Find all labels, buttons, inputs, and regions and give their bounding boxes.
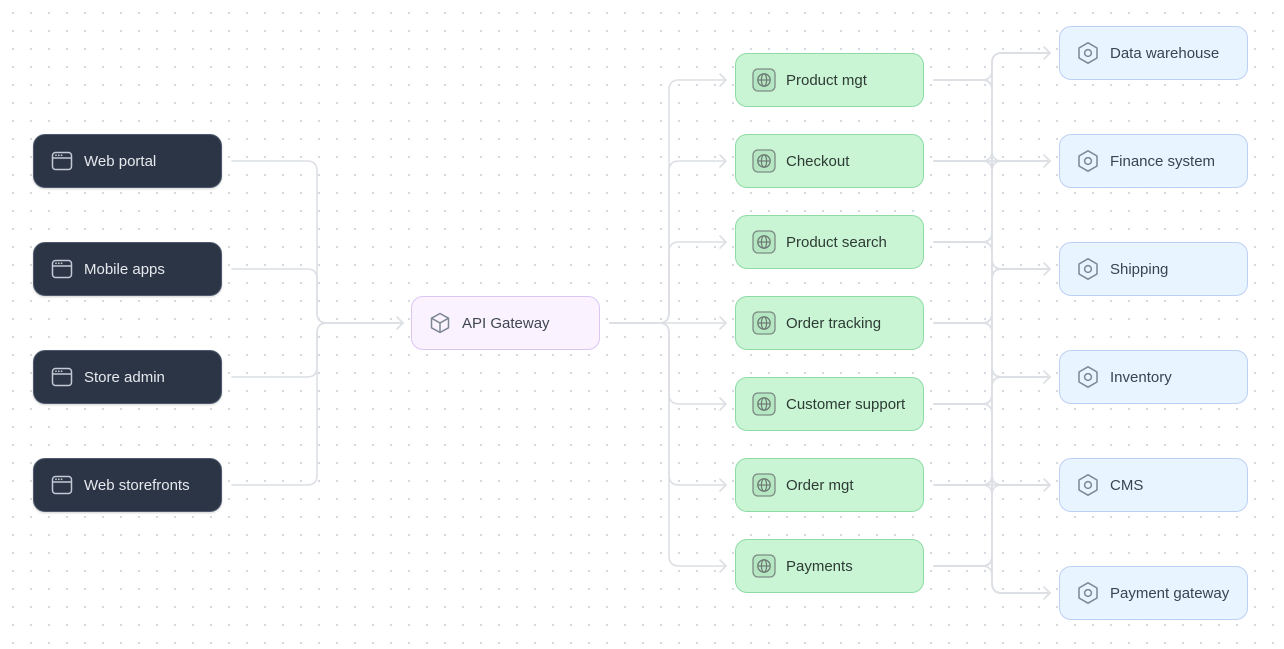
- arrowhead: [1043, 46, 1051, 60]
- globe-icon: [752, 473, 776, 497]
- edge-gateway-to-service: [609, 322, 727, 405]
- system-node-shipping[interactable]: Shipping: [1059, 242, 1248, 296]
- system-label: Inventory: [1110, 368, 1172, 386]
- client-node-mobile-apps[interactable]: Mobile apps: [33, 242, 222, 296]
- hexagon-icon: [1076, 257, 1100, 281]
- arrowhead: [719, 154, 727, 168]
- edge-service-to-system: [933, 484, 1051, 567]
- arrowhead: [719, 316, 727, 330]
- service-label: Order tracking: [786, 314, 882, 332]
- gateway-label: API Gateway: [462, 314, 550, 332]
- arrowhead: [1043, 262, 1051, 276]
- edge-service-to-system: [933, 565, 1051, 594]
- service-label: Order mgt: [786, 476, 854, 494]
- system-node-inventory[interactable]: Inventory: [1059, 350, 1248, 404]
- arrowhead: [719, 478, 727, 492]
- globe-icon: [752, 68, 776, 92]
- system-node-payment-gateway[interactable]: Payment gateway: [1059, 566, 1248, 620]
- client-label: Web storefronts: [84, 476, 190, 494]
- client-label: Mobile apps: [84, 260, 165, 278]
- service-label: Checkout: [786, 152, 850, 170]
- hexagon-icon: [1076, 365, 1100, 389]
- globe-icon: [752, 230, 776, 254]
- arrowhead: [719, 397, 727, 411]
- edge-gateway-to-service: [609, 241, 727, 324]
- service-node-product-search[interactable]: Product search: [735, 215, 924, 269]
- client-label: Web portal: [84, 152, 157, 170]
- system-label: Shipping: [1110, 260, 1169, 278]
- globe-icon: [752, 392, 776, 416]
- system-node-cms[interactable]: CMS: [1059, 458, 1248, 512]
- system-label: CMS: [1110, 476, 1144, 494]
- system-node-data-warehouse[interactable]: Data warehouse: [1059, 26, 1248, 80]
- edge-client-to-gateway: [231, 322, 404, 486]
- arrowhead: [719, 73, 727, 87]
- hexagon-icon: [1076, 41, 1100, 65]
- service-node-customer-support[interactable]: Customer support: [735, 377, 924, 431]
- arrowhead: [1043, 586, 1051, 600]
- arrowhead: [1043, 478, 1051, 492]
- client-node-web-storefronts[interactable]: Web storefronts: [33, 458, 222, 512]
- system-label: Data warehouse: [1110, 44, 1220, 62]
- service-node-order-tracking[interactable]: Order tracking: [735, 296, 924, 350]
- hexagon-icon: [1076, 149, 1100, 173]
- service-label: Product search: [786, 233, 887, 251]
- service-node-product-mgt[interactable]: Product mgt: [735, 53, 924, 107]
- gateway-node-api-gateway[interactable]: API Gateway: [411, 296, 600, 350]
- client-node-store-admin[interactable]: Store admin: [33, 350, 222, 404]
- system-node-finance-system[interactable]: Finance system: [1059, 134, 1248, 188]
- edge-gateway-to-service: [609, 322, 727, 567]
- edge-gateway-to-service: [609, 79, 727, 324]
- service-label: Customer support: [786, 395, 906, 413]
- system-label: Payment gateway: [1110, 584, 1230, 602]
- service-node-order-mgt[interactable]: Order mgt: [735, 458, 924, 512]
- arrowhead: [719, 559, 727, 573]
- arrowhead: [1043, 154, 1051, 168]
- browser-window-icon: [50, 365, 74, 389]
- hexagon-icon: [1076, 473, 1100, 497]
- arrowhead: [396, 316, 404, 330]
- globe-icon: [752, 554, 776, 578]
- globe-icon: [752, 311, 776, 335]
- browser-window-icon: [50, 257, 74, 281]
- service-label: Payments: [786, 557, 853, 575]
- client-label: Store admin: [84, 368, 165, 386]
- cube-icon: [428, 311, 452, 335]
- edge-client-to-gateway: [231, 268, 404, 324]
- hexagon-icon: [1076, 581, 1100, 605]
- globe-icon: [752, 149, 776, 173]
- client-node-web-portal[interactable]: Web portal: [33, 134, 222, 188]
- arrowhead: [719, 235, 727, 249]
- service-node-checkout[interactable]: Checkout: [735, 134, 924, 188]
- system-label: Finance system: [1110, 152, 1216, 170]
- arrowhead: [1043, 370, 1051, 384]
- browser-window-icon: [50, 473, 74, 497]
- service-label: Product mgt: [786, 71, 867, 89]
- browser-window-icon: [50, 149, 74, 173]
- service-node-payments[interactable]: Payments: [735, 539, 924, 593]
